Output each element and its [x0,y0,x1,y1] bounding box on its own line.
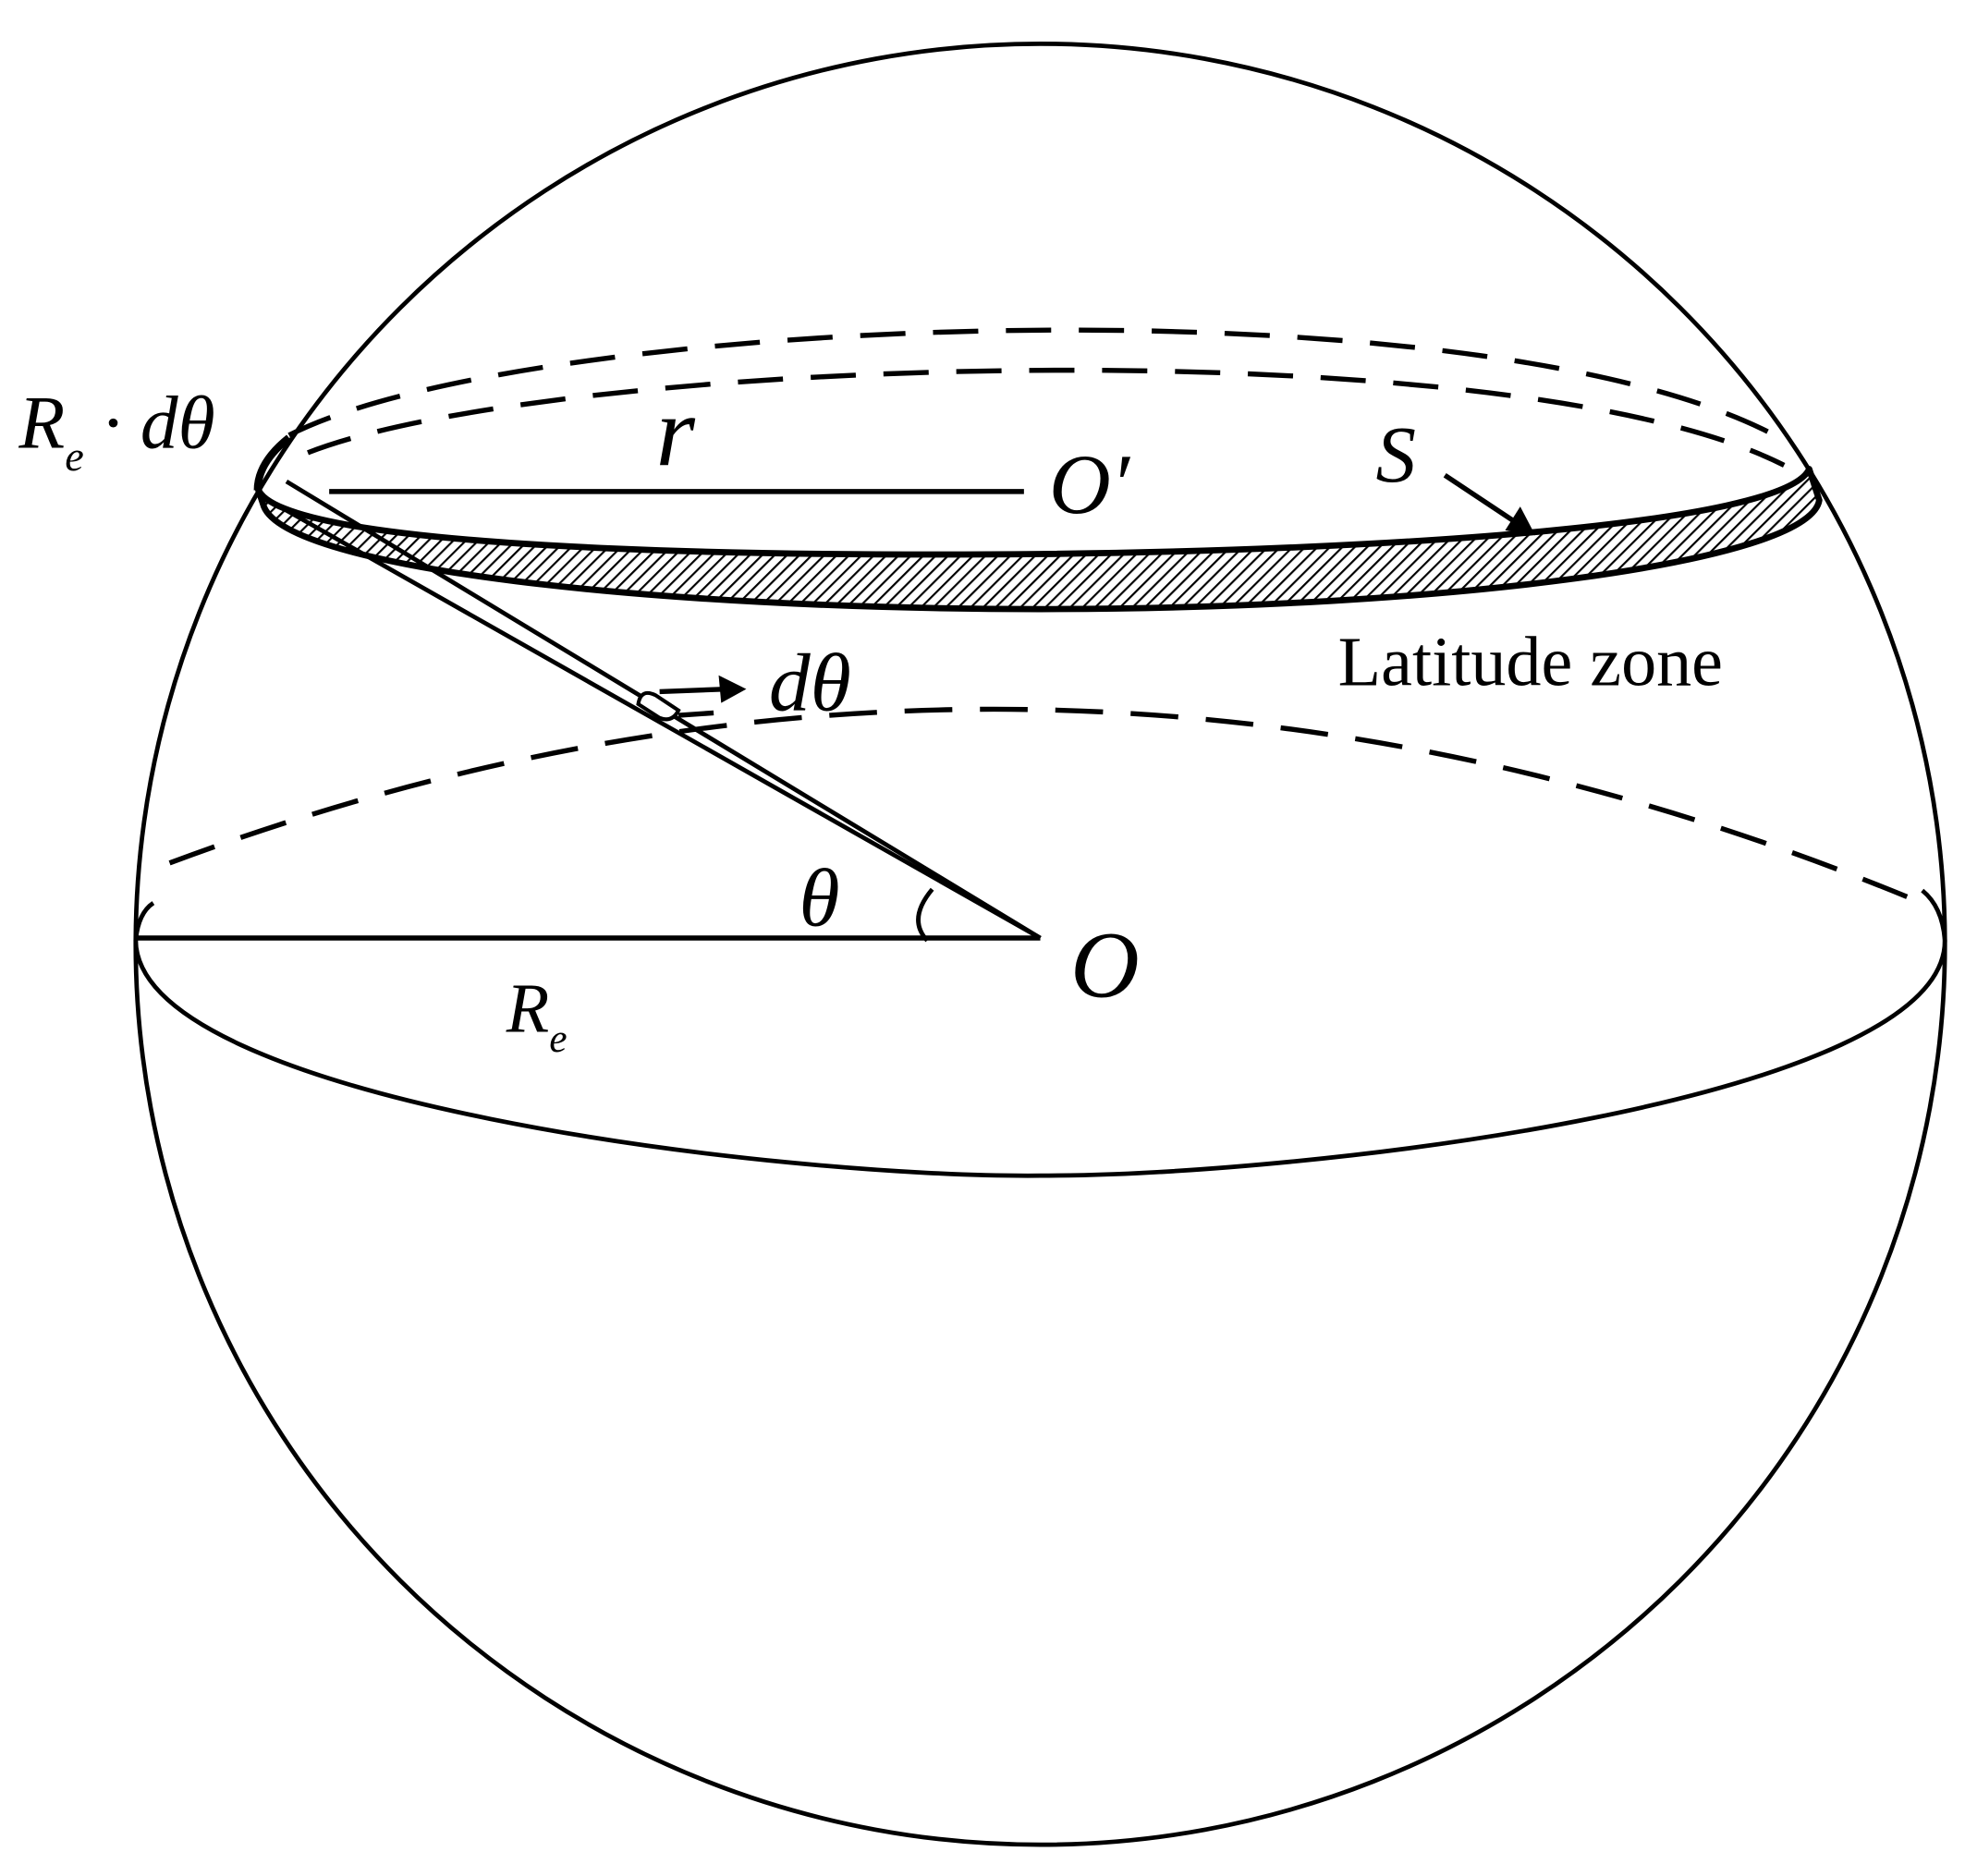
latitude-back-dashed-inner [307,367,1786,468]
theta-angle-arc [916,887,934,943]
band-left-tip [253,434,292,491]
small-center-label: O′ [1049,437,1131,531]
sphere-outline [133,41,1947,1847]
earth-radius-label: Re [506,970,568,1061]
d-theta-arrow-line [659,686,726,695]
s-arrowhead [1505,506,1536,536]
equator-back-dashed [168,706,1918,903]
arc-length-label: Re · dθ [18,381,214,480]
slant-radius-outer [256,492,1042,941]
theta-label: θ [799,853,840,944]
center-label: O [1070,913,1140,1018]
d-theta-arrow-underline [677,710,714,718]
latitude-zone-band [254,466,1823,613]
s-arrow-line [1443,473,1519,525]
d-theta-arrowhead [718,675,747,703]
equator-right-cap [1921,888,1947,941]
d-theta-marker [636,690,681,722]
small-radius-label: r [656,377,696,488]
zone-area-label: S [1375,410,1416,499]
d-theta-label: dθ [769,638,851,729]
equator-front [133,940,1947,1178]
zone-caption-label: Latitude zone [1338,624,1723,701]
latitude-back-dashed-outer [287,327,1792,446]
